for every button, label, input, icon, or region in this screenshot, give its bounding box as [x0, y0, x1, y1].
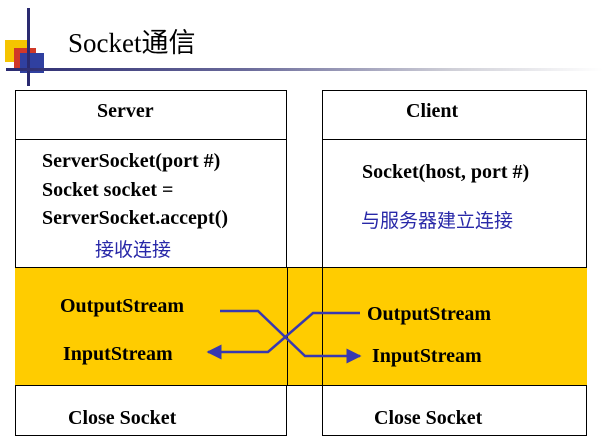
- server-code-line-3: ServerSocket.accept(): [42, 207, 229, 229]
- server-input-stream: InputStream: [63, 343, 173, 365]
- slide-title: Socket通信: [68, 28, 196, 58]
- stream-band: [15, 267, 587, 385]
- client-panel-left-edge: [322, 267, 323, 385]
- stream-band-bottom-border: [15, 385, 587, 386]
- server-output-stream: OutputStream: [60, 295, 185, 317]
- client-close-socket: Close Socket: [374, 407, 483, 429]
- logo-vertical-line: [27, 8, 30, 86]
- client-connect-note: 与服务器建立连接: [361, 210, 514, 232]
- client-code-line: Socket(host, port #): [362, 161, 530, 183]
- server-accept-note: 接收连接: [95, 239, 172, 261]
- client-header: Client: [406, 100, 459, 122]
- server-output-to-client-input-arrow: [220, 309, 362, 364]
- client-output-stream: OutputStream: [367, 303, 492, 325]
- client-output-to-server-input-arrow: [206, 311, 360, 360]
- stream-band-top-border: [15, 267, 587, 268]
- server-code-line-2: Socket socket =: [42, 179, 174, 201]
- server-close-socket: Close Socket: [68, 407, 177, 429]
- server-panel-right-edge: [287, 267, 288, 385]
- client-input-stream: InputStream: [372, 345, 482, 367]
- client-header-divider: [322, 139, 587, 140]
- server-header-divider: [15, 139, 287, 140]
- server-header: Server: [97, 100, 154, 122]
- server-code-line-1: ServerSocket(port #): [42, 150, 221, 172]
- title-underline: [6, 68, 603, 71]
